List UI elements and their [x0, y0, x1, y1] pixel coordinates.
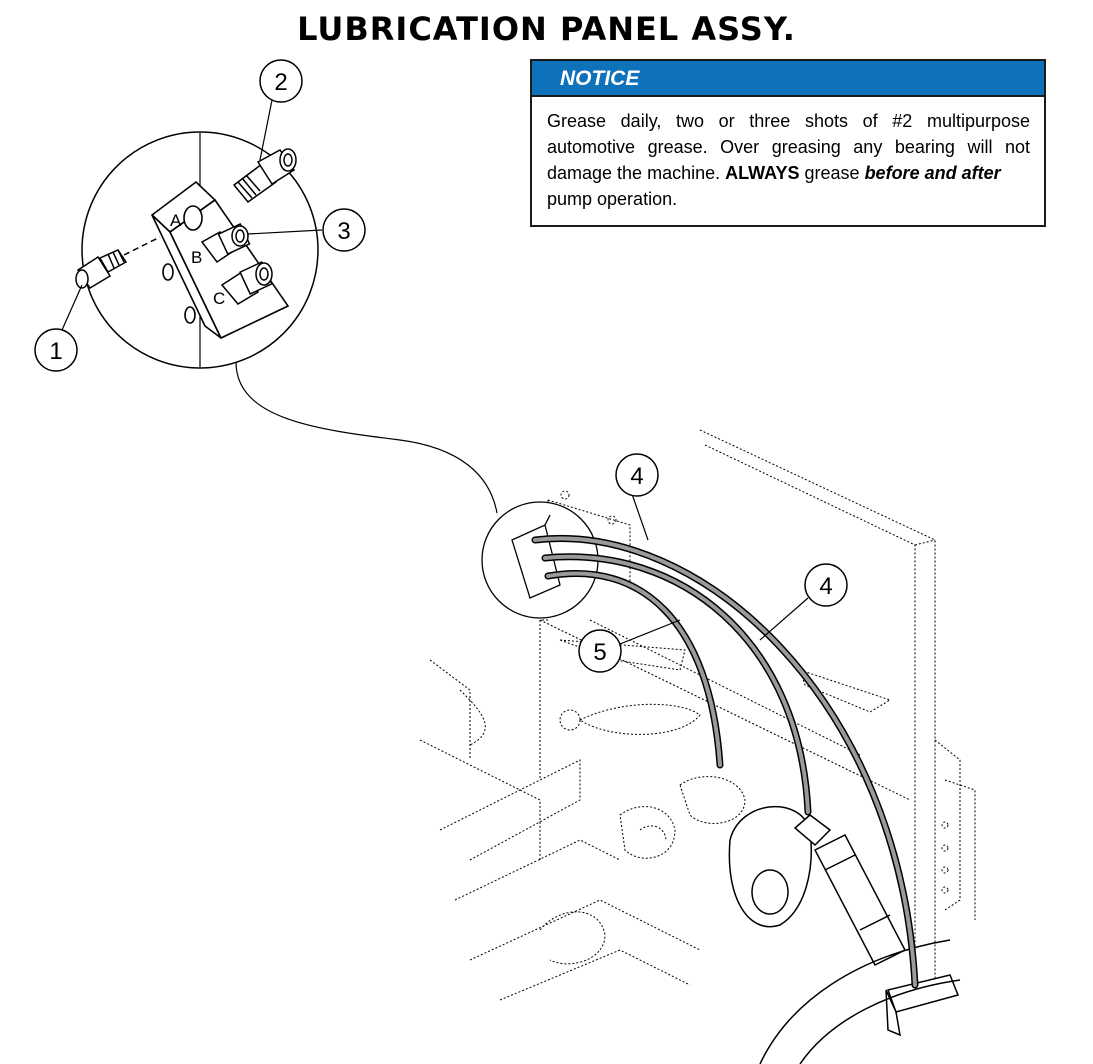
callout-4-lower: 4 [804, 563, 848, 607]
grease-manifold-block [150, 180, 290, 340]
port-label-c: C [213, 289, 225, 308]
hydraulic-cylinder [813, 833, 960, 1037]
grease-nipple [75, 236, 161, 290]
callout-4-upper-label: 4 [630, 463, 643, 490]
notice-heading: NOTICE [532, 61, 1044, 97]
notice-box: NOTICE Grease daily, two or three shots … [530, 59, 1046, 227]
callout-2: 2 [259, 59, 303, 103]
page-title: LUBRICATION PANEL ASSY. [297, 10, 796, 48]
notice-text-3: pump operation. [547, 189, 678, 209]
port-label-a: A [170, 211, 182, 230]
callout-4-upper: 4 [615, 453, 659, 497]
callout-1-label: 1 [49, 338, 62, 365]
fitting-port-c [220, 261, 273, 305]
callout-3: 3 [322, 208, 366, 252]
notice-emphasis-before-after: before and after [864, 163, 1001, 183]
callout-5: 5 [578, 629, 622, 673]
detail-magnifier [81, 131, 498, 514]
notice-text-1: Grease daily, two or three shots of #2 m… [547, 111, 1030, 183]
machine-frame-outline [419, 429, 976, 1001]
drum-outline [759, 939, 961, 1064]
bearing-housing [728, 805, 832, 928]
callout-4-lower-label: 4 [819, 573, 832, 600]
grease-lines [531, 535, 919, 989]
notice-emphasis-always: ALWAYS [725, 163, 800, 183]
callout-leaders [61, 99, 809, 645]
fitting-port-b [200, 222, 251, 264]
fitting-top [232, 148, 297, 204]
callout-2-label: 2 [274, 69, 287, 96]
notice-text-2: grease [804, 163, 860, 183]
callout-5-label: 5 [593, 639, 606, 666]
callout-1: 1 [34, 328, 78, 372]
port-label-b: B [191, 248, 202, 267]
notice-text: Grease daily, two or three shots of #2 m… [532, 97, 1044, 212]
callout-3-label: 3 [337, 218, 350, 245]
